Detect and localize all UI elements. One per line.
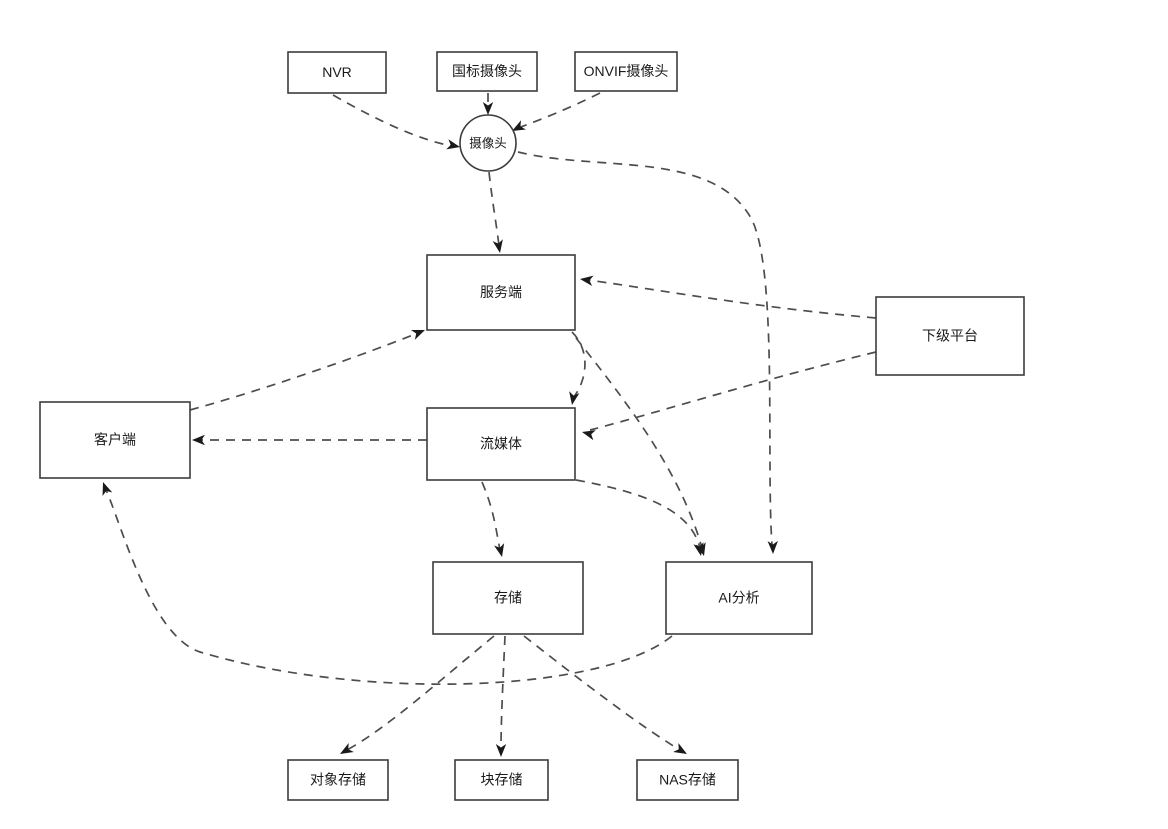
arrowhead-icon (494, 543, 505, 557)
node-label: 存储 (494, 590, 522, 606)
node-label: 下级平台 (922, 328, 978, 344)
arrowhead-icon (693, 542, 704, 556)
edge-line (523, 635, 681, 751)
edge-line (488, 171, 500, 247)
edge-line (105, 489, 673, 685)
node-label: 块存储 (481, 772, 523, 788)
edge-sub_platform-to-server (580, 275, 877, 319)
arrowhead-icon (340, 742, 354, 754)
node-label: 流媒体 (480, 436, 522, 452)
edge-storage-to-object_st (340, 635, 495, 754)
edge-client-to-server (189, 330, 425, 411)
node-label: 客户端 (94, 432, 136, 448)
edge-line (587, 279, 877, 319)
edge-gb_camera-to-camera (482, 93, 494, 115)
node-nas_st[interactable]: NAS存储 (636, 759, 739, 801)
node-onvif_cam[interactable]: ONVIF摄像头 (574, 51, 678, 92)
node-ai[interactable]: AI分析 (665, 561, 813, 635)
edge-server-to-streaming (569, 331, 586, 405)
edge-line (575, 479, 701, 549)
edge-camera-to-ai (517, 151, 778, 554)
arrowhead-icon (446, 139, 460, 150)
arrowhead-icon (673, 742, 687, 754)
edge-server-to-ai (575, 337, 706, 556)
node-shape-rect[interactable] (875, 296, 1025, 376)
node-shape-rect[interactable] (574, 51, 678, 92)
edge-onvif_cam-to-camera (512, 92, 601, 131)
node-label: 对象存储 (310, 772, 366, 788)
node-shape-rect[interactable] (636, 759, 739, 801)
edge-line (517, 92, 601, 129)
node-shape-rect[interactable] (287, 51, 387, 94)
edge-line (517, 151, 773, 546)
edge-line (481, 481, 501, 551)
arrowhead-icon (569, 391, 580, 405)
node-label: ONVIF摄像头 (584, 63, 669, 79)
node-label: 国标摄像头 (452, 63, 522, 79)
arrowhead-icon (482, 102, 494, 115)
arrowhead-icon (512, 120, 526, 131)
node-nvr[interactable]: NVR (287, 51, 387, 94)
node-label: 服务端 (480, 284, 522, 300)
edge-line (589, 351, 877, 431)
arrowhead-icon (492, 239, 503, 253)
node-shape-circle[interactable] (459, 114, 517, 172)
node-server[interactable]: 服务端 (426, 254, 576, 331)
node-shape-rect[interactable] (426, 407, 576, 481)
edge-nvr-to-camera (332, 94, 460, 150)
node-label: NVR (322, 64, 352, 80)
node-client[interactable]: 客户端 (39, 401, 191, 479)
node-shape-rect[interactable] (39, 401, 191, 479)
arrowhead-icon (767, 540, 778, 554)
node-streaming[interactable]: 流媒体 (426, 407, 576, 481)
node-gb_camera[interactable]: 国标摄像头 (436, 51, 538, 92)
edge-storage-to-nas_st (523, 635, 687, 754)
arrowhead-icon (192, 434, 205, 446)
node-storage[interactable]: 存储 (432, 561, 584, 635)
edge-line (346, 635, 495, 751)
node-label: NAS存储 (659, 772, 716, 788)
node-block_st[interactable]: 块存储 (454, 759, 549, 801)
edge-line (500, 635, 506, 751)
edge-line (575, 337, 703, 549)
edge-storage-to-block_st (495, 635, 507, 757)
edge-camera-to-server (488, 171, 503, 253)
node-label: 摄像头 (469, 135, 507, 150)
edge-streaming-to-storage (481, 481, 505, 557)
node-shape-rect[interactable] (436, 51, 538, 92)
arrowhead-icon (580, 275, 594, 286)
node-shape-rect[interactable] (426, 254, 576, 331)
edge-sub_platform-to-streaming (582, 351, 877, 441)
node-camera[interactable]: 摄像头 (459, 114, 517, 172)
edge-line (189, 332, 419, 411)
node-shape-rect[interactable] (665, 561, 813, 635)
arrowhead-icon (495, 744, 507, 757)
edges-layer (102, 92, 877, 757)
node-label: AI分析 (718, 590, 759, 606)
node-shape-rect[interactable] (432, 561, 584, 635)
edge-ai-to-client (102, 482, 673, 685)
edge-streaming-to-client (192, 434, 427, 446)
arrowhead-icon (582, 430, 596, 441)
node-sub_platform[interactable]: 下级平台 (875, 296, 1025, 376)
arrowhead-icon (102, 482, 113, 496)
node-object_st[interactable]: 对象存储 (287, 759, 389, 801)
arrowhead-icon (410, 330, 425, 340)
edge-line (332, 94, 453, 147)
node-shape-rect[interactable] (287, 759, 389, 801)
node-shape-rect[interactable] (454, 759, 549, 801)
edge-streaming-to-ai (575, 479, 704, 556)
